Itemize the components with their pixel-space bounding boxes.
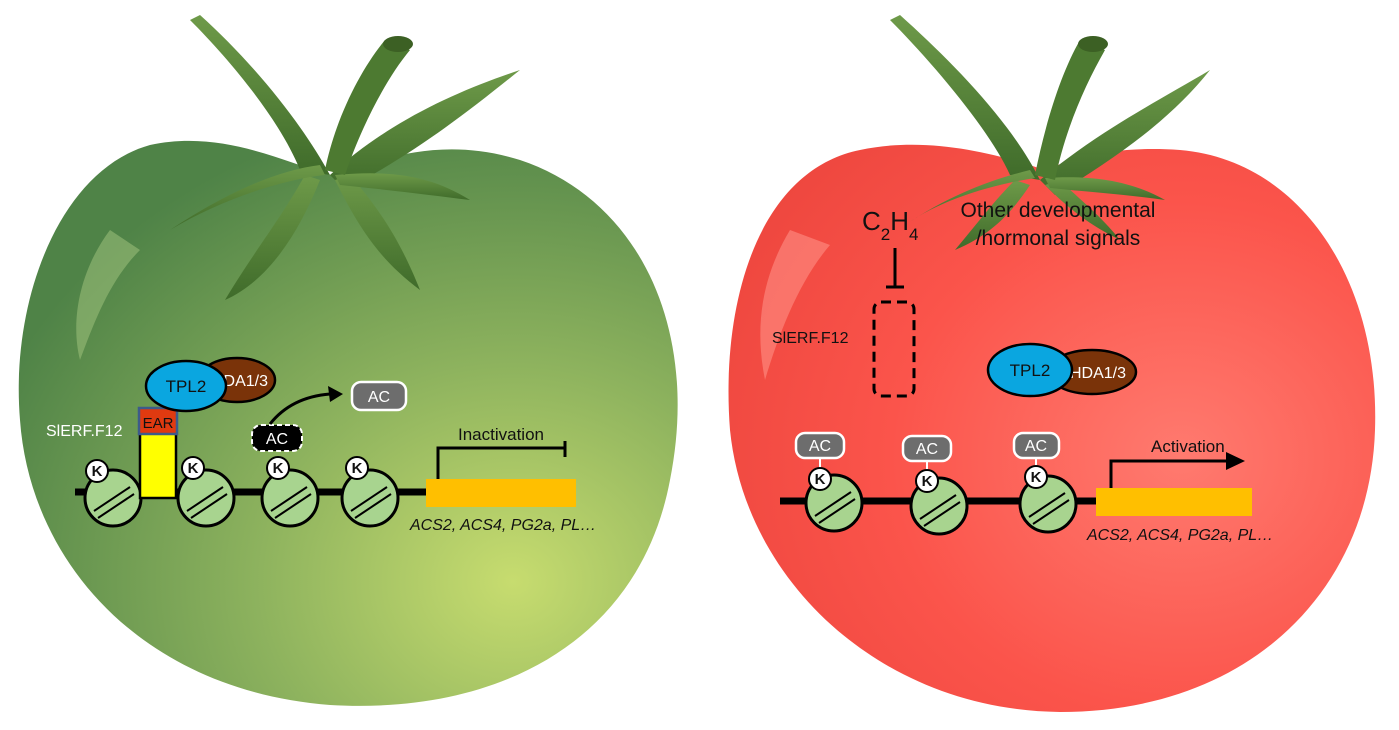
green-tomato-body <box>18 140 678 706</box>
left-gene-list: ACS2, ACS4, PG2a, PL… <box>409 517 596 534</box>
left-k-mark-1: K <box>85 459 109 483</box>
left-nucleosome-4 <box>340 468 400 528</box>
right-signals-line1: Other developmental <box>961 199 1156 222</box>
left-ear-label: EAR <box>143 415 174 432</box>
left-ac-release-arrow <box>268 392 331 425</box>
left-gene-bar <box>426 479 576 507</box>
red-tomato-highlight <box>760 230 830 380</box>
green-tomato-stem <box>170 15 520 300</box>
right-tpl-label: TPL2 <box>1010 361 1051 380</box>
left-ac-release-arrowhead <box>328 386 343 402</box>
svg-text:K: K <box>815 471 826 488</box>
svg-text:K: K <box>273 460 284 477</box>
left-k-mark-3: K <box>266 456 290 480</box>
right-activation-arrow <box>1109 459 1228 488</box>
svg-text:K: K <box>922 473 933 490</box>
right-gene-list: ACS2, ACS4, PG2a, PL… <box>1086 527 1273 544</box>
left-k-mark-2: K <box>181 456 205 480</box>
svg-text:K: K <box>1031 469 1042 486</box>
left-ac-removed-label: AC <box>266 431 288 448</box>
svg-text:AC: AC <box>1025 438 1047 455</box>
right-acetylated-k-3: AC K <box>1012 431 1061 489</box>
left-k-mark-4: K <box>345 456 369 480</box>
right-mechanism: C2H4 Other developmental /hormonal signa… <box>772 199 1273 544</box>
green-tomato <box>18 15 678 706</box>
left-tpl-label: TPL2 <box>166 377 207 396</box>
left-nucleosome-2 <box>176 468 236 528</box>
svg-text:K: K <box>188 460 199 477</box>
left-ac-free-label: AC <box>368 389 390 406</box>
right-activation-arrowhead <box>1226 452 1245 470</box>
left-erf-protein <box>138 430 178 500</box>
right-acetylated-k-1: AC K <box>794 431 846 491</box>
left-inactivation-label: Inactivation <box>458 425 544 444</box>
left-ac-removed-box <box>251 424 303 452</box>
right-hda-label: HDA1/3 <box>1070 365 1126 382</box>
right-tpl-protein <box>986 342 1074 398</box>
left-ac-free-box <box>350 380 408 412</box>
svg-text:K: K <box>352 460 363 477</box>
left-ear-domain <box>137 406 179 436</box>
left-nucleosome-3 <box>260 468 320 528</box>
right-nucleosome-3 <box>1018 474 1078 534</box>
svg-text:AC: AC <box>916 441 938 458</box>
left-mechanism: Inactivation ACS2, ACS4, PG2a, PL… K <box>46 356 596 534</box>
right-activation-label: Activation <box>1151 437 1225 456</box>
left-tpl-protein <box>144 359 228 413</box>
left-repressor-label: SlERF.F12 <box>46 423 123 440</box>
svg-text:AC: AC <box>809 438 831 455</box>
left-inactivation-arrow <box>436 446 565 479</box>
right-signals-line2: /hormonal signals <box>976 227 1141 250</box>
right-gene-bar <box>1096 488 1252 516</box>
svg-text:K: K <box>92 463 103 480</box>
right-acetylated-k-2: AC K <box>901 434 953 493</box>
right-repressor-label: SlERF.F12 <box>772 330 849 347</box>
red-tomato-stem <box>890 15 1210 250</box>
green-tomato-highlight <box>76 230 140 360</box>
